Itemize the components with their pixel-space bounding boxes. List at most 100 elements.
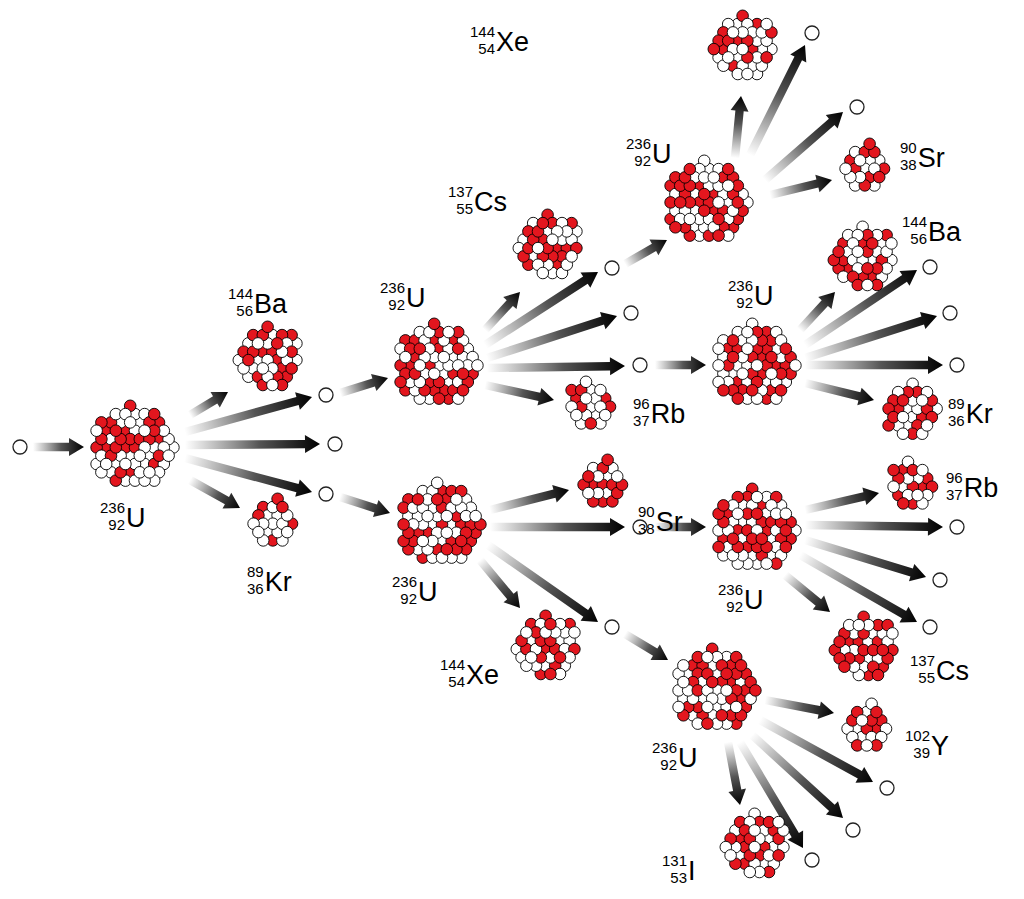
neutron: [328, 437, 342, 451]
proton: [674, 197, 686, 209]
neutron-ball: [897, 411, 909, 423]
neutron-ball: [761, 18, 773, 30]
proton: [412, 494, 424, 506]
isotope-label: 14456Ba: [902, 214, 961, 247]
element-symbol: Xe: [466, 658, 499, 689]
proton: [780, 541, 792, 553]
proton: [698, 188, 710, 200]
proton: [732, 393, 744, 405]
neutron-ball: [414, 360, 426, 372]
atomic-number: 92: [388, 297, 405, 314]
neutron-ball: [532, 242, 544, 254]
proton: [713, 230, 725, 242]
mass-number: 90: [638, 504, 655, 521]
neutron-ball: [441, 510, 453, 522]
neutron-ball: [443, 326, 455, 338]
neutron-ball: [702, 701, 714, 713]
neutron-ball: [725, 850, 737, 862]
proton: [554, 652, 566, 664]
proton: [414, 343, 426, 355]
proton: [271, 338, 283, 350]
neutron-ball: [761, 558, 773, 570]
neutron-ball: [766, 368, 778, 380]
element-symbol: Sr: [918, 141, 945, 172]
atomic-number: 55: [918, 670, 935, 687]
neutron-arrow: [804, 536, 926, 581]
atomic-number: 36: [247, 581, 264, 598]
proton: [713, 541, 725, 553]
neutron: [923, 620, 937, 634]
neutron-ball: [886, 238, 898, 250]
proton: [727, 351, 739, 363]
nucleus: [888, 456, 938, 509]
nuclide-numbers: 14456: [228, 286, 253, 319]
neutron: [950, 520, 964, 534]
isotope-label: 23692U: [100, 500, 146, 533]
neutron-ball: [525, 652, 537, 664]
neutron: [633, 358, 647, 372]
isotope-label: 13755Cs: [448, 184, 507, 217]
proton: [706, 676, 718, 688]
nucleus: [708, 10, 777, 80]
neutron-ball: [921, 420, 933, 432]
neutron-ball: [91, 425, 103, 437]
neutron-arrow: [798, 551, 917, 622]
mass-number: 144: [902, 214, 927, 231]
neutron-ball: [571, 409, 583, 421]
proton: [877, 644, 889, 656]
proton: [722, 163, 734, 175]
isotope-label: 9038Sr: [638, 504, 683, 537]
mass-number: 144: [470, 24, 495, 41]
atomic-number: 92: [108, 517, 125, 534]
neutron-arrow: [805, 518, 943, 536]
neutron-ball: [678, 676, 690, 688]
neutron-arrow: [623, 240, 667, 268]
neutron: [923, 260, 937, 274]
neutron-ball: [742, 343, 754, 355]
atomic-number: 37: [946, 487, 963, 504]
neutron-ball: [100, 458, 112, 470]
mass-number: 89: [948, 396, 965, 413]
neutron-ball: [737, 368, 749, 380]
neutron-arrow: [805, 356, 943, 374]
proton: [684, 163, 696, 175]
nuclide-numbers: 14454: [440, 657, 465, 690]
neutron: [943, 306, 957, 320]
mass-number: 137: [448, 184, 473, 201]
neutron-ball: [742, 68, 754, 80]
neutron-ball: [566, 251, 578, 263]
nucleus: [578, 454, 628, 507]
proton: [839, 661, 851, 673]
element-symbol: U: [418, 575, 438, 606]
proton: [732, 197, 744, 209]
neutron-ball: [547, 234, 559, 246]
mass-number: 89: [247, 564, 264, 581]
neutron-ball: [470, 510, 482, 522]
mass-number: 137: [910, 653, 935, 670]
isotope-label: 13153I: [662, 853, 696, 886]
atomic-number: 92: [736, 295, 753, 312]
neutron-arrow: [724, 741, 746, 805]
nuclide-numbers: 9038: [900, 140, 917, 173]
neutron-ball: [163, 450, 175, 462]
neutron-ball: [887, 628, 899, 640]
neutron-arrow: [33, 438, 84, 456]
neutron-ball: [749, 825, 761, 837]
nuclide-numbers: 23692: [718, 582, 743, 615]
neutron-arrow: [804, 312, 937, 362]
neutron-ball: [431, 477, 443, 489]
neutron-ball: [599, 409, 611, 421]
neutron-arrow: [339, 374, 388, 397]
neutron-arrow: [623, 630, 668, 660]
proton: [866, 238, 878, 250]
isotope-label: 9637Rb: [946, 470, 998, 503]
nucleus: [720, 808, 789, 878]
neutron: [624, 306, 638, 320]
neutron-ball: [861, 740, 873, 752]
neutron-arrow: [655, 356, 706, 374]
element-symbol: Kr: [265, 565, 292, 596]
isotope-label: 23692U: [718, 582, 764, 615]
neutron-ball: [742, 326, 754, 338]
mass-number: 90: [900, 140, 917, 157]
nuclide-numbers: 14456: [902, 214, 927, 247]
